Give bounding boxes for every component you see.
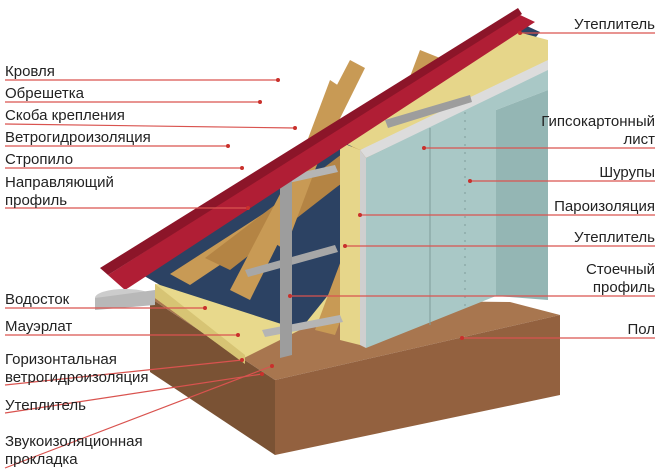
leaders-right — [290, 32, 655, 339]
gutter — [95, 289, 155, 310]
leader-dots — [203, 31, 522, 376]
drywall-sheets — [366, 70, 548, 348]
label-rafter: Стропило — [5, 151, 73, 168]
label-roofing: Кровля — [5, 63, 55, 80]
label-insulation-bottom: Утеплитель — [5, 397, 86, 414]
label-mauerlat: Мауэрлат — [5, 318, 72, 335]
labels-right: Утеплитель Гипсокартонный лист Шурупы Па… — [541, 16, 655, 338]
label-insulation-mid: Утеплитель — [574, 229, 655, 246]
label-gutter: Водосток — [5, 291, 70, 308]
label-horizontal-membrane-line2: ветрогидроизоляция — [5, 369, 149, 386]
label-drywall-line2: лист — [623, 131, 655, 148]
label-sound-pad-line2: прокладка — [5, 451, 78, 468]
label-battens: Обрешетка — [5, 85, 85, 102]
vapor-barrier-layer — [360, 60, 548, 348]
label-floor: Пол — [627, 321, 655, 338]
label-guide-profile-line1: Направляющий — [5, 174, 114, 191]
label-stud-profile-line1: Стоечный — [586, 261, 655, 278]
label-wind-membrane: Ветрогидроизоляция — [5, 129, 151, 146]
leaders-left — [4, 79, 296, 469]
label-horizontal-membrane-line1: Горизонтальная — [5, 351, 117, 368]
label-drywall-line1: Гипсокартонный — [541, 113, 655, 130]
labels-left: Кровля Обрешетка Скоба крепления Ветроги… — [5, 63, 151, 468]
label-vapor-barrier: Пароизоляция — [554, 198, 655, 215]
label-guide-profile-line2: профиль — [5, 192, 67, 209]
label-insulation-top: Утеплитель — [574, 16, 655, 33]
label-mounting-bracket: Скоба крепления — [5, 107, 125, 124]
label-screws: Шурупы — [599, 164, 655, 181]
label-sound-pad-line1: Звукоизоляционная — [5, 433, 143, 450]
label-stud-profile-line2: профиль — [593, 279, 655, 296]
